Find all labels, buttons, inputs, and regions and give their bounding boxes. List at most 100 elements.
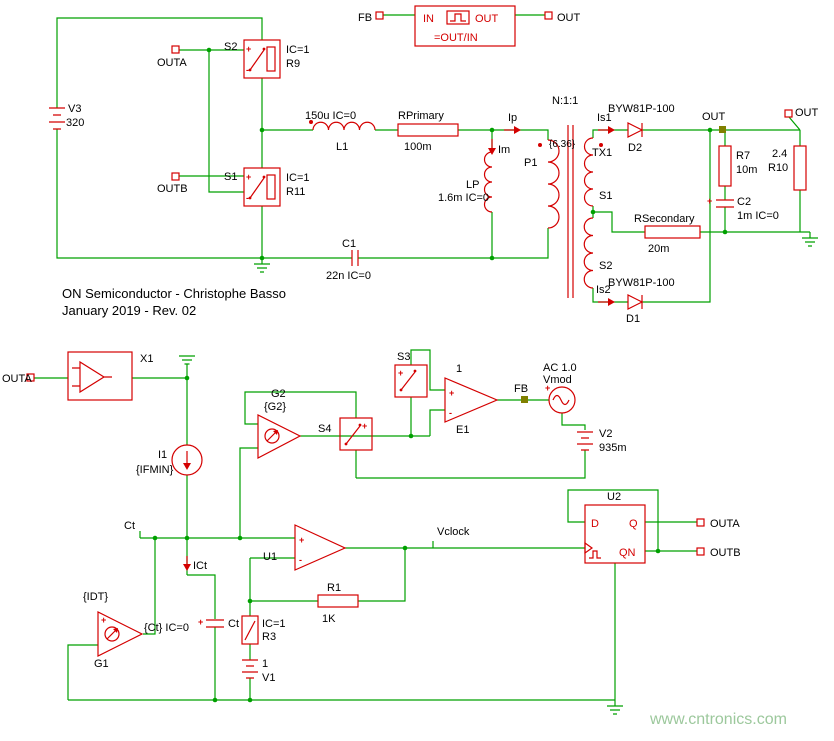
tx1-secondary-phase-dot xyxy=(599,143,603,147)
s1-minus-mark: - xyxy=(246,193,249,203)
tx-name-label: TX1 xyxy=(592,147,612,159)
x1-name-label: X1 xyxy=(140,353,153,365)
is2-current-arrow-icon xyxy=(598,298,615,306)
v2-battery-icon xyxy=(577,431,593,451)
v1-value-label: 1 xyxy=(262,658,268,670)
l1-name-label: L1 xyxy=(336,141,348,153)
l1-inductor-icon xyxy=(309,120,376,131)
pin-outa-right xyxy=(696,518,705,527)
d1-diode-icon xyxy=(627,294,644,310)
out-net-label: OUT xyxy=(702,111,726,123)
polarity-marks: + - + - + + + - + - + + + + xyxy=(101,44,712,627)
ct-cap-plus-mark: + xyxy=(198,617,203,627)
s1-name-label: S1 xyxy=(224,171,237,183)
is1-label: Is1 xyxy=(597,112,612,124)
l1-value-label: 150u IC=0 xyxy=(305,110,356,122)
s1-switch-icon xyxy=(243,167,281,207)
c1-name-label: C1 xyxy=(342,238,356,250)
i1-value-label: {IFMIN} xyxy=(136,464,174,476)
g1-ota-icon xyxy=(97,611,144,657)
c2-capacitor-icon xyxy=(716,199,734,208)
v2-value-label: 935m xyxy=(599,442,627,454)
d2-name-label: D2 xyxy=(628,142,642,154)
vclock-label: Vclock xyxy=(437,526,470,538)
d1-name-label: D1 xyxy=(626,313,640,325)
tx-turns-label: {6.36} xyxy=(549,139,576,150)
c2-plus-mark: + xyxy=(707,196,712,206)
tx-sec1-label: S1 xyxy=(599,190,612,202)
ground-left-icon xyxy=(254,258,270,273)
rsecondary-resistor-icon xyxy=(644,225,701,239)
s2-r9-label: R9 xyxy=(286,58,300,70)
outa-right-label: OUTA xyxy=(710,518,740,530)
s2-plus-mark: + xyxy=(246,44,251,54)
l1-phase-dot xyxy=(309,120,313,124)
ct-cap-value-label: {Ct} IC=0 xyxy=(144,622,189,634)
vmod-ac-label: AC 1.0 xyxy=(543,362,577,374)
ground-i1-icon xyxy=(179,355,195,378)
lp-value-label: 1.6m IC=0 xyxy=(438,192,489,204)
pin-outb-right xyxy=(696,547,705,556)
s4-name-label: S4 xyxy=(318,423,331,435)
rsecondary-value-label: 20m xyxy=(648,243,669,255)
d2-part-label: BYW81P-100 xyxy=(608,103,675,115)
ip-label: Ip xyxy=(508,112,517,124)
r7-value-label: 10m xyxy=(736,164,757,176)
im-current-arrow-icon xyxy=(488,139,496,155)
s2-switch-icon xyxy=(243,39,281,79)
lp-inductor-icon xyxy=(483,151,493,213)
rprimary-name-label: RPrimary xyxy=(398,110,444,122)
v1-battery-icon xyxy=(242,659,258,679)
tx-ratio-label: N:1:1 xyxy=(552,95,578,107)
ct-capacitor-icon xyxy=(206,619,224,628)
vmod-plus-mark: + xyxy=(545,383,550,393)
outb-top-label: OUTB xyxy=(157,183,188,195)
s1-r11-label: R11 xyxy=(286,186,305,198)
u2-name-label: U2 xyxy=(607,491,621,503)
tx1-primary-phase-dot xyxy=(538,143,542,147)
pin-outb-top xyxy=(171,172,180,181)
rprimary-value-label: 100m xyxy=(404,141,432,153)
fb-net-label: FB xyxy=(514,383,528,395)
tx1-transformer-icon xyxy=(538,125,603,298)
fb-pin-label: FB xyxy=(358,12,372,24)
ground-bottom-icon xyxy=(607,700,623,715)
ground-symbols xyxy=(179,232,818,715)
labels: FB IN OUT =OUT/IN OUT V3 320 OUTA S2 IC=… xyxy=(2,12,819,728)
g2-ota-icon xyxy=(257,414,302,459)
vmod-name-label: Vmod xyxy=(543,374,572,386)
r3-ic-label: IC=1 xyxy=(262,618,286,630)
c2-value-label: 1m IC=0 xyxy=(737,210,779,222)
ict-current-arrow-icon xyxy=(183,556,191,571)
i1-name-label: I1 xyxy=(158,449,167,461)
im-label: Im xyxy=(498,144,510,156)
lp-name-label: LP xyxy=(466,179,479,191)
r1-name-label: R1 xyxy=(327,582,341,594)
r1-value-label: 1K xyxy=(322,613,336,625)
net-out-marker xyxy=(719,126,726,133)
s1-ic-label: IC=1 xyxy=(286,172,310,184)
s3-name-label: S3 xyxy=(397,351,410,363)
s4-switch-icon xyxy=(339,417,373,451)
out-pin-top-label: OUT xyxy=(557,12,581,24)
pin-outa-bottom-left xyxy=(26,373,35,382)
r7-resistor-icon xyxy=(718,145,732,187)
s3-switch-icon xyxy=(394,364,428,398)
block-out-label: OUT xyxy=(475,13,499,25)
v3-value-label: 320 xyxy=(66,117,84,129)
r7-name-label: R7 xyxy=(736,150,750,162)
net-fb-marker xyxy=(521,396,528,403)
block-in-label: IN xyxy=(423,13,434,25)
e1-minus-mark: - xyxy=(449,408,452,418)
tx-primary-label: P1 xyxy=(524,157,537,169)
u2-flipflop-icon xyxy=(584,504,646,564)
rprimary-resistor-icon xyxy=(397,123,459,137)
outb-right-label: OUTB xyxy=(710,547,741,559)
d2-diode-icon xyxy=(627,122,644,138)
c1-capacitor-icon xyxy=(351,250,359,266)
g1-name-label: G1 xyxy=(94,658,109,670)
s4-plus-mark: + xyxy=(362,421,367,431)
g1-gain-label: {IDT} xyxy=(83,591,108,603)
